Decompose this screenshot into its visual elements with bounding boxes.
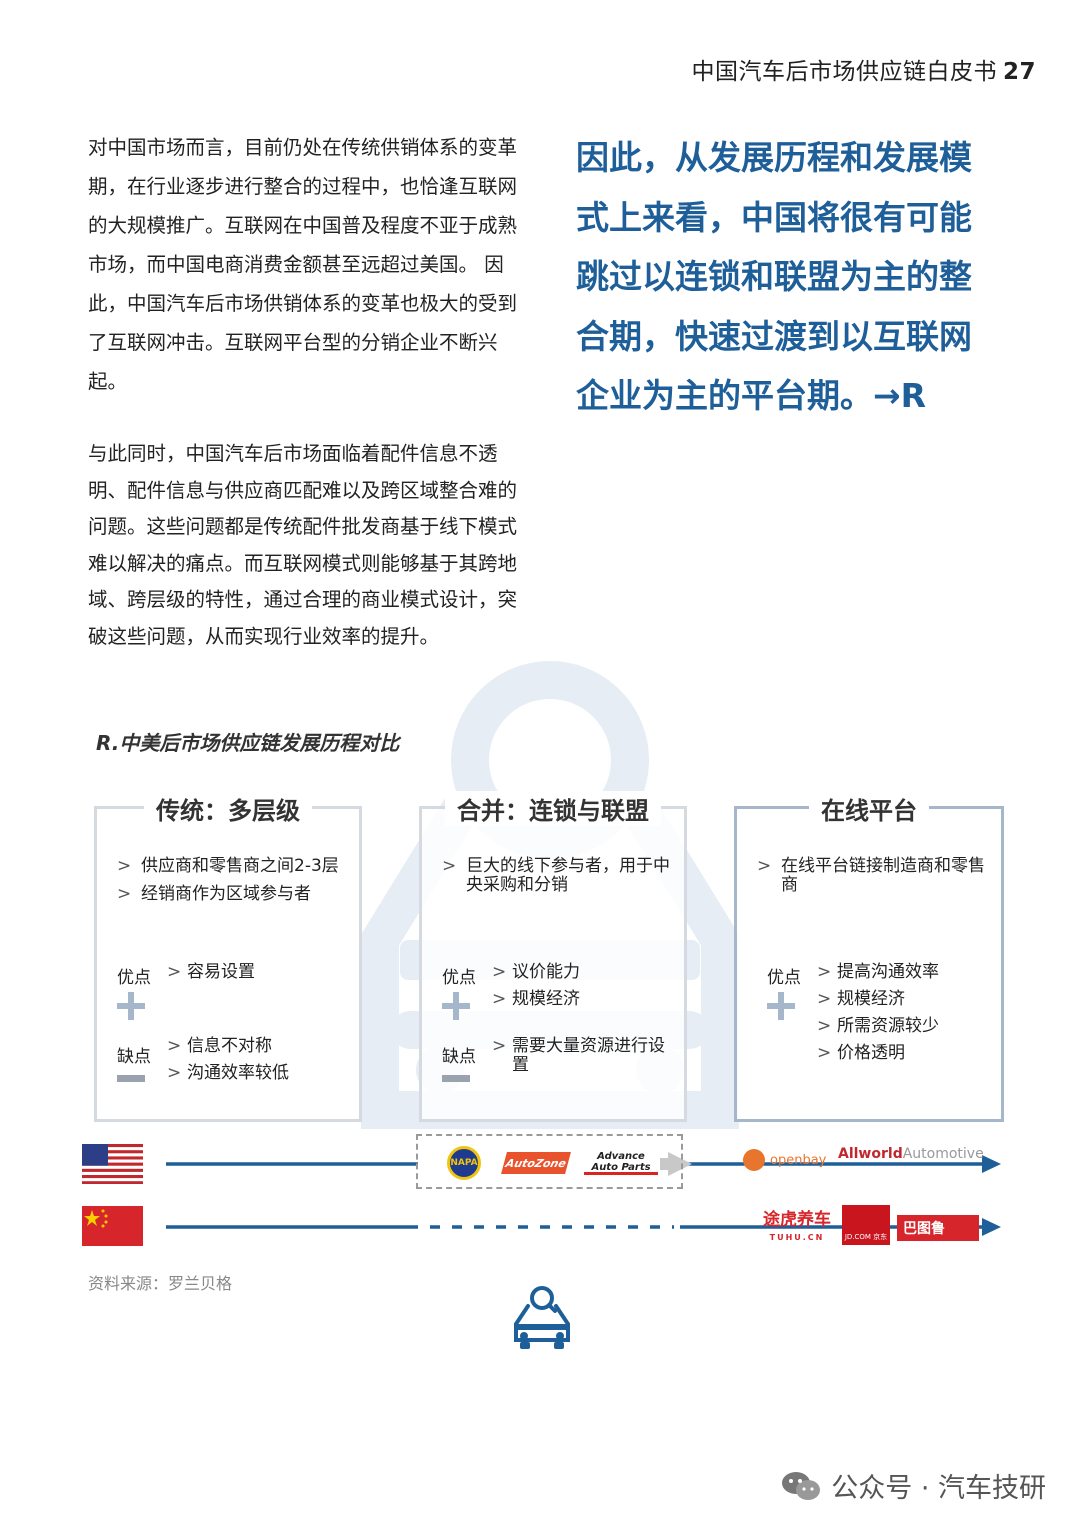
con-item: 信息不对称 <box>167 1037 345 1057</box>
paragraph-1: 对中国市场而言，目前仍处在传统供销体系的变革期，在行业逐步进行整合的过程中，也恰… <box>88 136 518 393</box>
consolidation-dashed-box <box>416 1134 683 1189</box>
pull-quote: 因此，从发展历程和发展模式上来看，中国将很有可能跳过以连锁和联盟为主的整合期，快… <box>576 138 972 415</box>
cons-label: 缺点 <box>117 1047 151 1067</box>
pro-item: 所需资源较少 <box>817 1017 987 1037</box>
bullet-item: 经销商作为区域参与者 <box>117 885 345 905</box>
stage-title: 合并：连锁与联盟 <box>445 791 661 826</box>
bullet-item: 巨大的线下参与者，用于中央采购和分销 <box>442 857 670 895</box>
footer-text: 公众号 · 汽车技研 <box>831 1473 1046 1504</box>
pro-item: 价格透明 <box>817 1044 987 1064</box>
cons-label: 缺点 <box>442 1047 476 1067</box>
stage-box-consolidation: 合并：连锁与联盟 巨大的线下参与者，用于中央采购和分销 优点 议价能力 规模经济… <box>419 791 687 1122</box>
con-item: 沟通效率较低 <box>167 1064 345 1084</box>
pro-item: 规模经济 <box>817 990 987 1010</box>
pros-label: 优点 <box>767 968 801 988</box>
plus-icon <box>442 992 470 1020</box>
pros-list: 容易设置 <box>167 963 345 990</box>
stage-title: 传统：多层级 <box>144 791 312 826</box>
napa-logo: NAPA <box>447 1146 481 1180</box>
stage-bullets: 在线平台链接制造商和零售商 <box>757 857 987 904</box>
pro-item: 规模经济 <box>492 990 670 1010</box>
source-note: 资料来源：罗兰贝格 <box>88 1274 233 1293</box>
pro-item: 容易设置 <box>167 963 345 983</box>
jd-logo: JD.COM 京东 <box>842 1205 890 1245</box>
china-flag-icon <box>82 1206 143 1246</box>
con-item: 需要大量资源进行设置 <box>492 1037 670 1075</box>
left-column: 对中国市场而言，目前仍处在传统供销体系的变革期，在行业逐步进行整合的过程中，也恰… <box>88 128 518 655</box>
stage-box-online-platform: 在线平台 在线平台链接制造商和零售商 优点 提高沟通效率 规模经济 所需资源较少… <box>734 791 1004 1122</box>
openbay-icon <box>743 1149 765 1171</box>
us-flag-icon <box>82 1144 143 1184</box>
wechat-icon <box>782 1471 821 1500</box>
figure-title: R.中美后市场供应链发展历程对比 <box>96 731 400 755</box>
pros-label: 优点 <box>442 968 476 988</box>
stage-bullets: 巨大的线下参与者，用于中央采购和分销 <box>442 857 670 904</box>
minus-icon <box>117 1075 145 1082</box>
cons-list: 需要大量资源进行设置 <box>492 1037 670 1083</box>
pros-label: 优点 <box>117 968 151 988</box>
car-magnifier-icon <box>514 1286 570 1349</box>
allworld-automotive-logo: AllworldAutomotive <box>838 1146 984 1162</box>
plus-icon <box>117 992 145 1020</box>
stage-box-traditional: 传统：多层级 供应商和零售商之间2-3层 经销商作为区域参与者 优点 容易设置 … <box>94 791 362 1122</box>
pro-item: 提高沟通效率 <box>817 963 987 983</box>
bullet-item: 在线平台链接制造商和零售商 <box>757 857 987 895</box>
paragraph-2: 与此同时，中国汽车后市场面临着配件信息不透明、配件信息与供应商匹配难以及跨区域整… <box>88 442 518 648</box>
batuhu-logo: 巴图鲁 <box>897 1215 979 1241</box>
stage-bullets: 供应商和零售商之间2-3层 经销商作为区域参与者 <box>117 857 345 913</box>
bullet-item: 供应商和零售商之间2-3层 <box>117 857 345 877</box>
header-title: 中国汽车后市场供应链白皮书 <box>691 59 997 85</box>
stage-title: 在线平台 <box>809 791 929 826</box>
page-number: 27 <box>1002 59 1036 85</box>
pro-item: 议价能力 <box>492 963 670 983</box>
pros-list: 提高沟通效率 规模经济 所需资源较少 价格透明 <box>817 963 987 1071</box>
pros-list: 议价能力 规模经济 <box>492 963 670 1017</box>
cons-list: 信息不对称 沟通效率较低 <box>167 1037 345 1091</box>
autozone-logo: AutoZone <box>501 1152 571 1174</box>
advance-auto-parts-logo: Advance Auto Parts <box>584 1151 658 1175</box>
plus-icon <box>767 992 795 1020</box>
minus-icon <box>442 1075 470 1082</box>
footer-watermark: 公众号 · 汽车技研 <box>781 1466 1046 1505</box>
openbay-logo: openbay <box>743 1149 826 1171</box>
